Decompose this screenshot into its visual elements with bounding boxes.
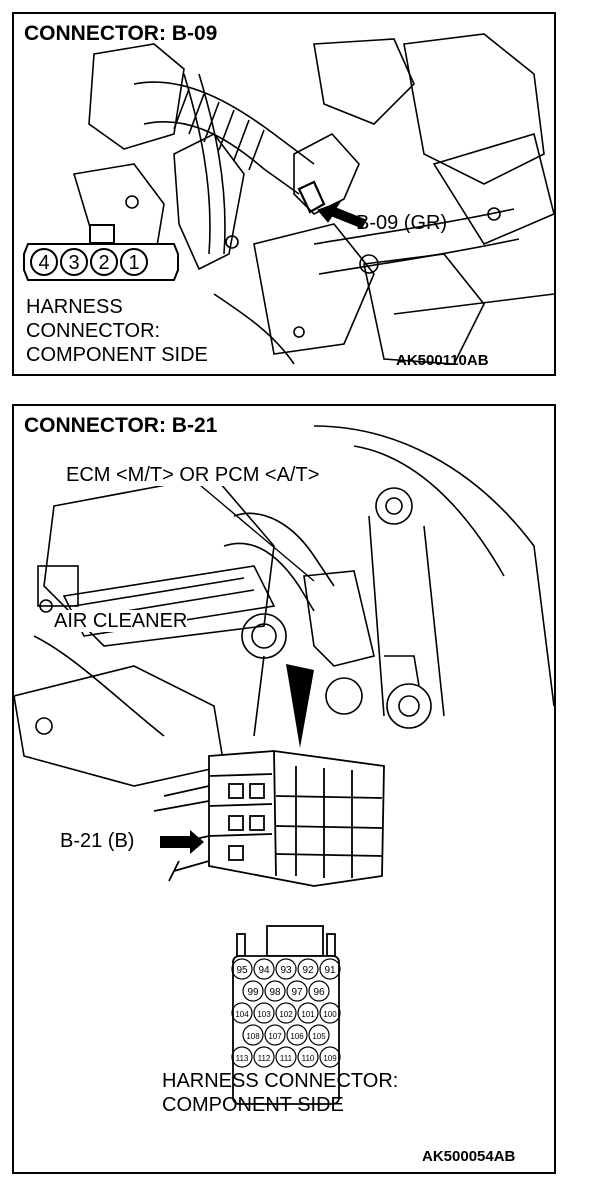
b21-pointer-arrow bbox=[160, 830, 204, 854]
connector-callout: B-09 (GR) bbox=[356, 212, 448, 234]
panel-title: CONNECTOR: B-09 bbox=[24, 22, 218, 45]
pin-label: 111 bbox=[280, 1054, 293, 1063]
connector-b21-panel: 95 94 93 92 91 99 98 97 96 104 103 102 1… bbox=[12, 404, 556, 1174]
connector-callout: B-21 (B) bbox=[60, 830, 135, 852]
pin-label: 91 bbox=[324, 965, 336, 976]
pin-label: 97 bbox=[291, 987, 303, 998]
pin-label: 99 bbox=[247, 987, 259, 998]
pin-label: 95 bbox=[236, 965, 248, 976]
engine-bay-illustration-b21: 95 94 93 92 91 99 98 97 96 104 103 102 1… bbox=[14, 425, 554, 1105]
pin-label: 1 bbox=[128, 252, 140, 274]
figure-code: AK500054AB bbox=[422, 1148, 516, 1165]
caption-line: COMPONENT SIDE bbox=[26, 344, 208, 366]
pin-label: 107 bbox=[268, 1032, 282, 1041]
ecm-connector-drawing bbox=[153, 750, 385, 887]
pin-label: 94 bbox=[258, 965, 270, 976]
pin-label: 100 bbox=[323, 1010, 337, 1019]
pin-label: 112 bbox=[258, 1054, 271, 1063]
pin-label: 4 bbox=[38, 252, 50, 274]
caption-line: COMPONENT SIDE bbox=[162, 1094, 344, 1116]
connector-b09-panel: CONNECTOR: B-09 B-09 (GR) 4 3 2 1 HARNES… bbox=[12, 12, 556, 376]
caption-line: HARNESS bbox=[26, 296, 123, 318]
pin-label: 101 bbox=[301, 1010, 315, 1019]
b09-pointer-arrow bbox=[317, 201, 367, 229]
pin-label: 102 bbox=[279, 1010, 293, 1019]
b21-connector-face bbox=[232, 925, 340, 1105]
pin-label: 106 bbox=[290, 1032, 304, 1041]
pin-label: 96 bbox=[313, 987, 325, 998]
pin-label: 93 bbox=[280, 965, 292, 976]
panel-title: CONNECTOR: B-21 bbox=[24, 414, 218, 437]
air-cleaner-label: AIR CLEANER bbox=[54, 610, 188, 632]
module-label: ECM <M/T> OR PCM <A/T> bbox=[66, 464, 320, 486]
figure-code: AK500110AB bbox=[396, 352, 489, 369]
caption-line: HARNESS CONNECTOR: bbox=[162, 1070, 399, 1092]
b21-pin-circles bbox=[231, 958, 341, 1068]
pin-label: 110 bbox=[302, 1054, 315, 1063]
pin-label: 2 bbox=[98, 252, 110, 274]
engine-bay-illustration-b09 bbox=[23, 33, 554, 365]
pin-label: 108 bbox=[246, 1032, 260, 1041]
pin-label: 113 bbox=[236, 1054, 249, 1063]
pin-label: 92 bbox=[302, 965, 314, 976]
pin-label: 104 bbox=[235, 1010, 249, 1019]
caption-line: CONNECTOR: bbox=[26, 320, 161, 342]
b09-connector-face bbox=[23, 224, 179, 281]
pin-label: 103 bbox=[257, 1010, 271, 1019]
pin-label: 105 bbox=[312, 1032, 326, 1041]
pin-label: 109 bbox=[323, 1054, 337, 1063]
pin-label: 98 bbox=[269, 987, 281, 998]
pin-label: 3 bbox=[68, 252, 80, 274]
b21-location-arrow bbox=[286, 664, 314, 748]
